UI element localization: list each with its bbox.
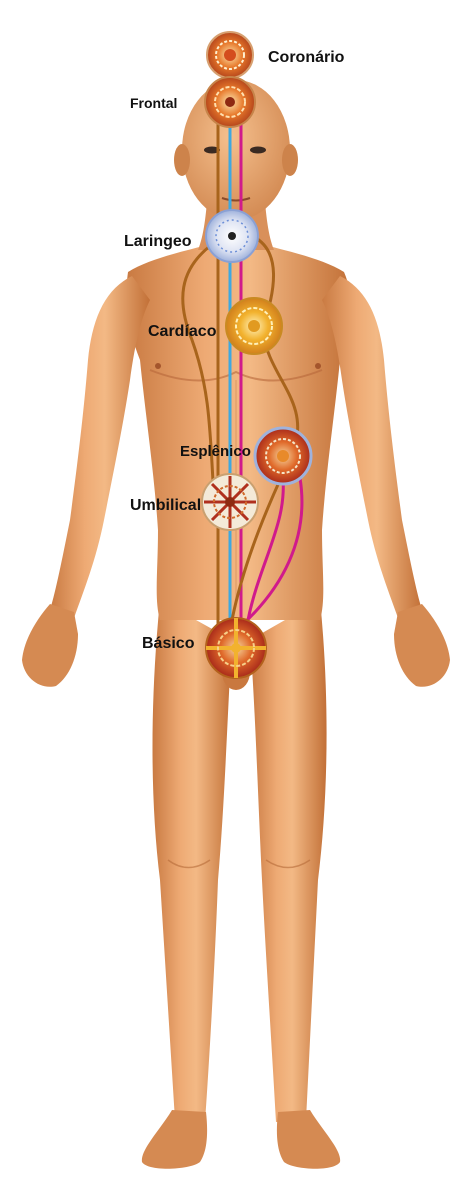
chakras	[201, 31, 313, 679]
label-esplenico: Esplênico	[180, 443, 251, 460]
channel-brown-right-loop	[230, 234, 300, 622]
left-foot	[141, 1110, 208, 1169]
left-arm	[50, 276, 150, 618]
chakra-frontal	[204, 76, 256, 128]
label-basico: Básico	[142, 635, 195, 652]
channel-brown-left-loop	[181, 244, 216, 502]
chakra-esplenico	[253, 426, 313, 486]
left-nipple	[155, 363, 161, 369]
channel-magenta-esplenico-1	[246, 468, 285, 622]
knee-left	[167, 859, 211, 869]
chest-line	[149, 369, 323, 382]
knee-right	[265, 859, 311, 869]
chakra-labels: Coronário Frontal Laringeo Cardíaco Espl…	[124, 49, 345, 652]
left-ear	[174, 144, 190, 176]
label-coronario: Coronário	[268, 49, 345, 66]
label-cardiaco: Cardíaco	[148, 323, 217, 340]
chakra-basico	[205, 617, 267, 679]
left-hand	[22, 604, 78, 687]
left-eye	[204, 146, 220, 154]
right-arm	[322, 276, 422, 618]
channel-magenta-esplenico-2	[240, 476, 304, 627]
energy-channels	[181, 98, 304, 642]
right-ear	[282, 144, 298, 176]
chakra-cardiaco	[225, 297, 283, 355]
right-leg	[250, 600, 327, 1122]
right-eye	[250, 146, 266, 154]
right-nipple	[315, 363, 321, 369]
left-leg	[152, 600, 232, 1122]
right-hand	[394, 604, 450, 687]
label-frontal: Frontal	[130, 95, 177, 111]
chakra-laringeo	[205, 209, 259, 263]
chakra-coronario	[206, 31, 254, 79]
torso	[126, 244, 352, 620]
right-foot	[276, 1110, 341, 1169]
label-laringeo: Laringeo	[124, 233, 192, 250]
human-body	[22, 80, 450, 1169]
label-umbilical: Umbilical	[130, 497, 201, 514]
chakra-umbilical	[201, 473, 259, 531]
mouth	[221, 197, 251, 202]
